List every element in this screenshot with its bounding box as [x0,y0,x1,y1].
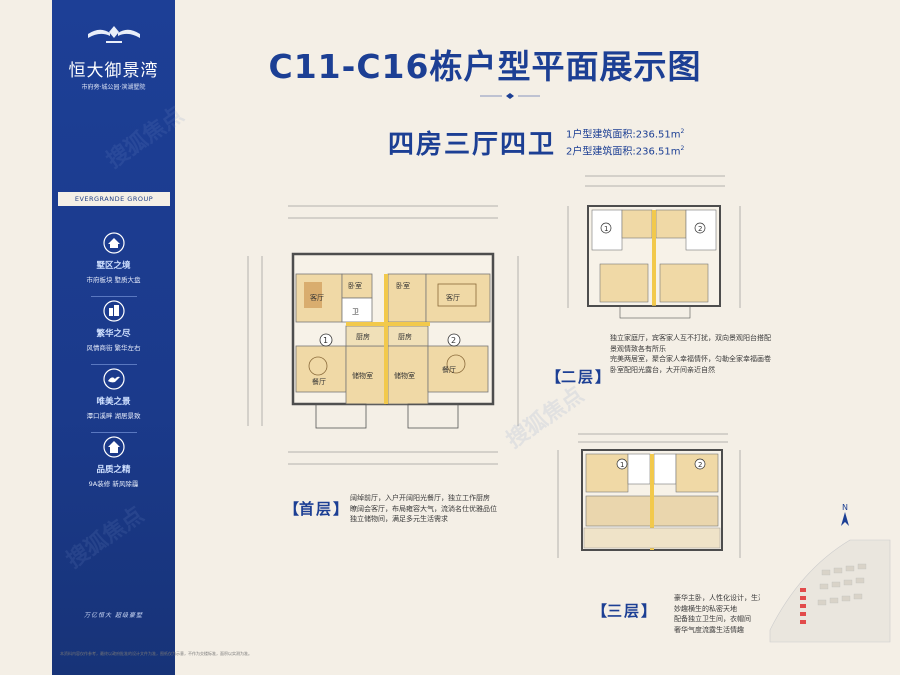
slogan: 万亿恒大 超级豪墅 [84,612,143,619]
room-label: 客厅 [310,293,324,302]
side-panel: 恒大御景湾 市府旁·城公园·滨湖墅院 EVERGRANDE GROUP 墅区之境… [52,0,175,675]
feature-villa: 墅区之境 市府板块 墅质大盘 [52,232,175,297]
third-floor-plan: 1 2 [557,433,741,558]
room-label: 厨房 [356,332,370,341]
villa-icon [102,232,125,254]
unit-marker: 1 [319,333,333,347]
feature-sub: 风情商街 繁华左右 [86,344,141,352]
compass: N [836,503,854,529]
layout-subtitle: 四房三厅四卫 [388,130,557,160]
floor-label-second: 【二层】 [546,368,611,386]
first-floor-desc: 阔绰前厅，入户开阔阳光餐厅，独立工作厨房 瞭阔会客厅，布局雍容大气，流淌名仕优雅… [350,494,497,523]
unit-marker: 2 [694,222,706,234]
unit-marker: 2 [447,333,461,347]
area-unit-1: 1户型建筑面积:236.51m2 [566,128,685,141]
divider [90,364,137,365]
third-floor-desc: 豪华主卧，人性化设计，生活功能齐备 妙趣横生的私密天地 配备独立卫生间，衣帽间 … [674,594,793,634]
sidebar: 恒大御景湾 市府旁·城公园·滨湖墅院 EVERGRANDE GROUP 墅区之境… [0,0,178,675]
area-unit-2: 2户型建筑面积:236.51m2 [566,145,685,158]
room-label: 餐厅 [312,377,326,386]
feature-sub: 市府板块 墅质大盘 [86,276,141,284]
room-label: 卧室 [348,281,362,290]
brand-name: 恒大御景湾 [68,61,159,81]
room-label: 厨房 [398,332,412,341]
room-label: 储物室 [352,371,373,380]
first-floor-plan: 客厅 卧室 卫 客厅 卧室 厨房 厨房 餐厅 储物室 储物室 餐厅 1 2 [247,205,519,465]
floor-label-first: 【首层】 [284,500,349,518]
feature-bird: 唯美之景 潭口溪畔 湖居景致 [52,368,175,433]
bird-icon [102,368,125,390]
feature-title: 品质之精 [96,465,131,475]
divider [90,296,137,297]
room-label: 客厅 [446,293,460,302]
svg-text:2: 2 [451,336,456,345]
second-floor-desc: 独立家庭厅，宾客家人互不打扰，双向景观阳台搭配 景观情致各有所乐 完美两居室，聚… [610,334,771,374]
crest-logo-icon [88,26,140,43]
ornament-icon [480,93,540,99]
unit-marker: 1 [616,458,628,470]
svg-text:2: 2 [698,461,702,469]
room-label: 卧室 [396,281,410,290]
brand-subtitle: 市府旁·城公园·滨湖墅院 [81,84,146,91]
feature-house: 品质之精 9A装修 新风除霾 [52,436,175,488]
divider [90,432,137,433]
svg-text:1: 1 [620,461,624,469]
feature-title: 唯美之景 [96,397,131,407]
svg-text:2: 2 [698,225,702,233]
feature-title: 墅区之境 [96,261,131,271]
group-tag: EVERGRANDE GROUP [58,192,170,206]
house-icon [102,436,125,458]
room-label: 储物室 [394,371,415,380]
building-icon [102,300,125,322]
feature-sub: 9A装修 新风除霾 [88,480,139,488]
feature-title: 繁华之尽 [96,329,131,339]
area-info: 1户型建筑面积:236.51m2 2户型建筑面积:236.51m2 [566,125,684,160]
north-arrow-icon [841,512,849,526]
feature-sub: 潭口溪畔 湖居景致 [86,412,141,420]
second-floor-plan: 1 2 [567,175,741,319]
footnote: 本资料内容仅作参考，最终以政府批准的设计文件为准，图纸仅为示意，不作为交楼标准，… [60,651,252,656]
unit-marker: 1 [600,222,612,234]
feature-building: 繁华之尽 风情商街 繁华左右 [52,300,175,365]
room-label: 卫 [352,308,359,316]
floor-label-third: 【三层】 [592,602,657,620]
svg-text:1: 1 [323,336,328,345]
unit-marker: 2 [694,458,706,470]
page-title: C11-C16栋户型平面展示图 [268,47,702,86]
site-map [760,530,892,645]
room-label: 餐厅 [442,365,456,374]
svg-text:1: 1 [604,225,608,233]
